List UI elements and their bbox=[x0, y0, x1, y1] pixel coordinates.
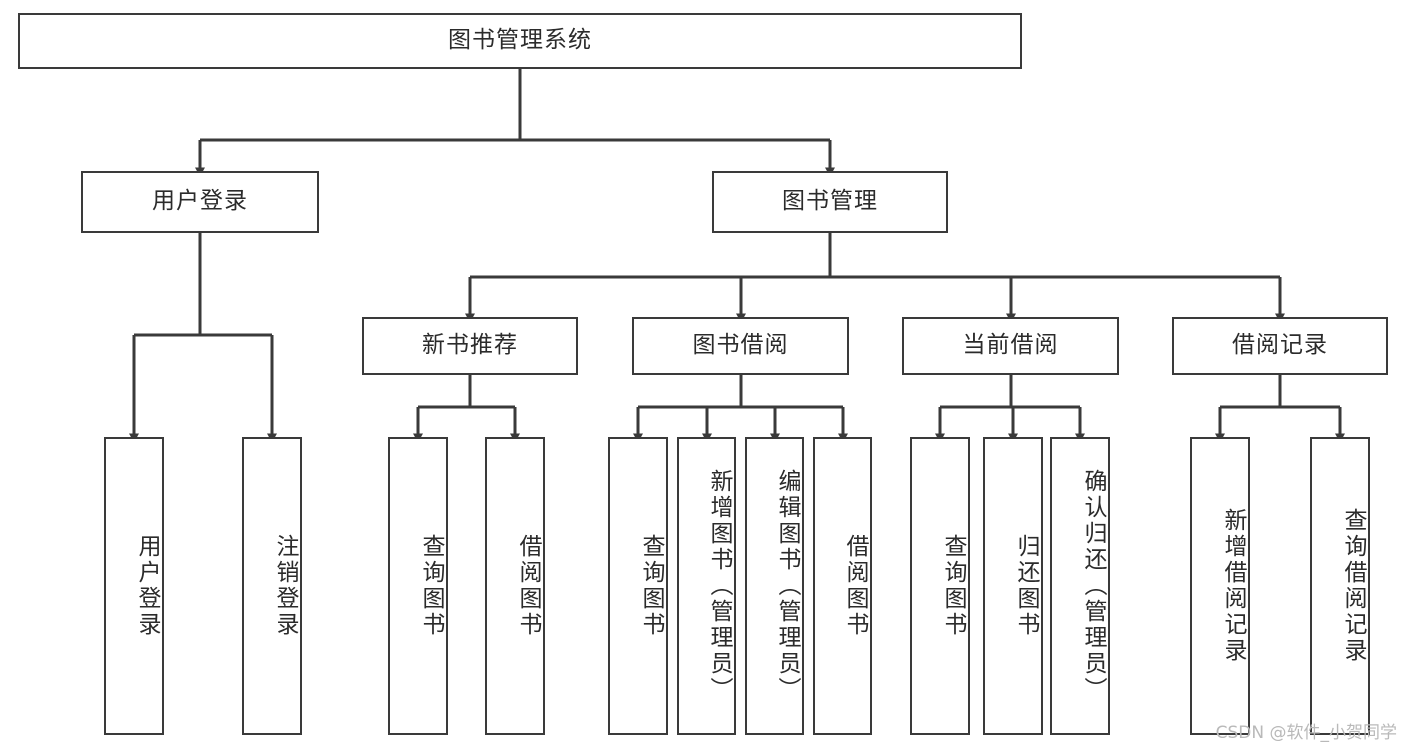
node-user-login[interactable]: 用户登录 bbox=[81, 171, 319, 233]
node-label: 图书管理系统 bbox=[448, 27, 592, 54]
node-leaf-query-book-recommend[interactable]: 查询图书 bbox=[388, 437, 448, 735]
node-book-borrow[interactable]: 图书借阅 bbox=[632, 317, 849, 375]
node-leaf-logout-login[interactable]: 注销登录 bbox=[242, 437, 302, 735]
node-leaf-edit-book-admin[interactable]: 编辑图书（管理员） bbox=[745, 437, 804, 735]
node-label: 新增借阅记录 bbox=[1220, 508, 1246, 664]
node-leaf-query-book-current[interactable]: 查询图书 bbox=[910, 437, 970, 735]
node-borrow-record[interactable]: 借阅记录 bbox=[1172, 317, 1388, 375]
node-leaf-borrow-book-recommend[interactable]: 借阅图书 bbox=[485, 437, 545, 735]
node-label: 借阅记录 bbox=[1232, 332, 1328, 359]
node-leaf-add-borrow-record[interactable]: 新增借阅记录 bbox=[1190, 437, 1250, 735]
node-label: 图书管理 bbox=[782, 188, 878, 215]
node-leaf-query-book-borrow[interactable]: 查询图书 bbox=[608, 437, 668, 735]
node-label: 图书借阅 bbox=[692, 332, 789, 359]
node-label: 新增图书（管理员） bbox=[706, 469, 732, 703]
csdn-watermark: CSDN @软件_小贺同学 bbox=[1215, 723, 1397, 743]
node-root[interactable]: 图书管理系统 bbox=[18, 13, 1022, 69]
node-label: 归还图书 bbox=[1013, 534, 1039, 638]
node-current-borrow[interactable]: 当前借阅 bbox=[902, 317, 1119, 375]
node-label: 注销登录 bbox=[272, 534, 298, 638]
node-label: 用户登录 bbox=[134, 534, 160, 638]
node-label: 编辑图书（管理员） bbox=[774, 469, 800, 703]
node-label: 查询图书 bbox=[638, 534, 664, 638]
node-new-book-recommend[interactable]: 新书推荐 bbox=[362, 317, 578, 375]
node-label: 查询图书 bbox=[940, 534, 966, 638]
node-leaf-borrow-book[interactable]: 借阅图书 bbox=[813, 437, 872, 735]
node-leaf-confirm-return-admin[interactable]: 确认归还（管理员） bbox=[1050, 437, 1110, 735]
node-label: 确认归还（管理员） bbox=[1080, 469, 1106, 703]
node-leaf-user-login[interactable]: 用户登录 bbox=[104, 437, 164, 735]
node-leaf-return-book[interactable]: 归还图书 bbox=[983, 437, 1043, 735]
node-label: 用户登录 bbox=[152, 188, 248, 215]
node-label: 查询借阅记录 bbox=[1340, 508, 1366, 664]
node-label: 当前借阅 bbox=[962, 332, 1059, 359]
node-label: 借阅图书 bbox=[515, 534, 541, 638]
node-label: 借阅图书 bbox=[842, 534, 868, 638]
node-label: 新书推荐 bbox=[422, 332, 518, 359]
node-book-manage[interactable]: 图书管理 bbox=[712, 171, 948, 233]
node-label: 查询图书 bbox=[418, 534, 444, 638]
node-leaf-query-borrow-record[interactable]: 查询借阅记录 bbox=[1310, 437, 1370, 735]
node-leaf-add-book-admin[interactable]: 新增图书（管理员） bbox=[677, 437, 736, 735]
